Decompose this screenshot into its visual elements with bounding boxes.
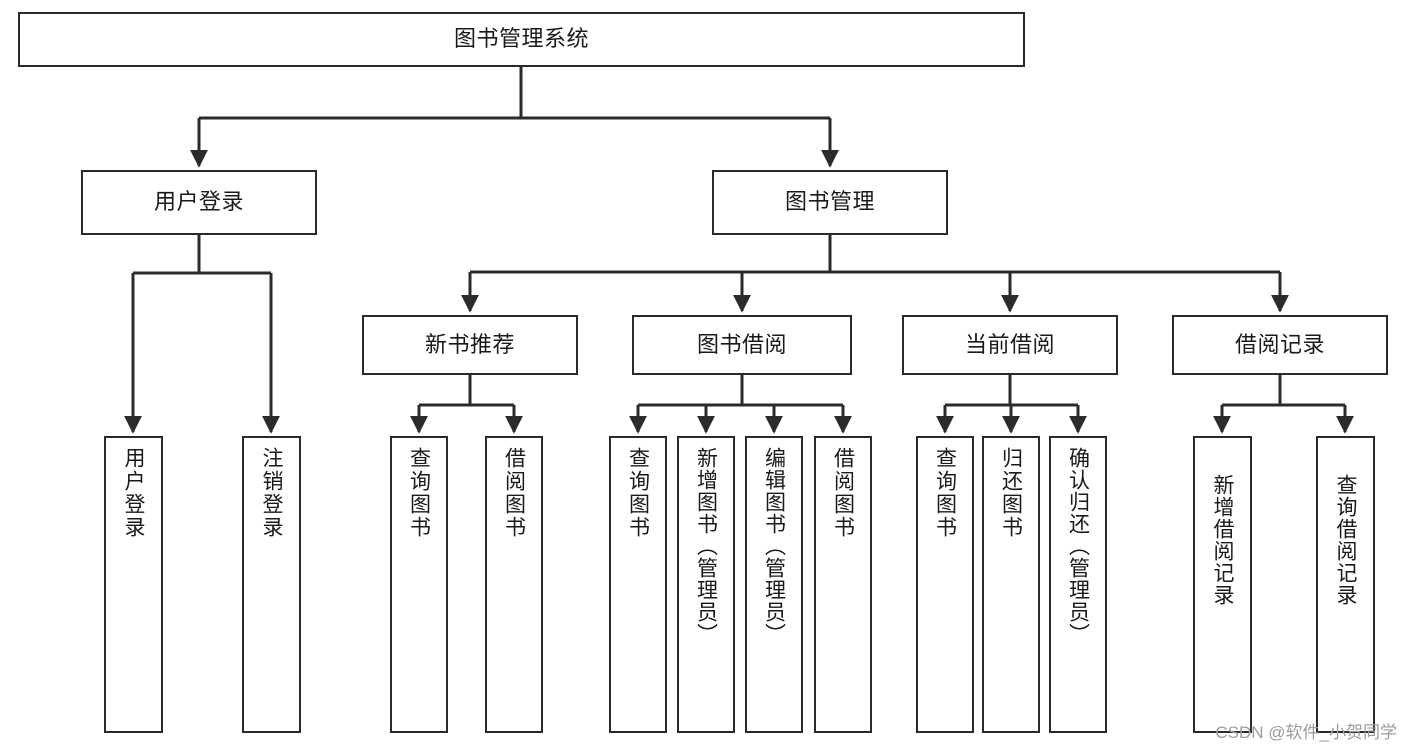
node-leaf-edit-book-label: 编辑图书（管理员） <box>762 447 786 645</box>
node-leaf-logout-label: 注销登录 <box>260 447 283 539</box>
node-leaf-borrow-book-1[interactable]: 借阅图书 <box>485 436 543 733</box>
node-leaf-add-book[interactable]: 新增图书（管理员） <box>677 436 735 733</box>
node-leaf-query-book-2-label: 查询图书 <box>626 447 650 539</box>
node-borrow-record[interactable]: 借阅记录 <box>1172 315 1388 375</box>
node-new-book-rec-label: 新书推荐 <box>424 331 515 357</box>
node-leaf-query-book-3-label: 查询图书 <box>933 447 957 539</box>
node-root[interactable]: 图书管理系统 <box>18 12 1025 67</box>
node-book-manage-label: 图书管理 <box>784 189 875 215</box>
node-leaf-query-record-label: 查询借阅记录 <box>1334 474 1357 606</box>
node-leaf-borrow-book-2[interactable]: 借阅图书 <box>814 436 872 733</box>
node-borrow-record-label: 借阅记录 <box>1234 331 1325 357</box>
node-leaf-query-book-3[interactable]: 查询图书 <box>916 436 974 733</box>
node-leaf-borrow-book-1-label: 借阅图书 <box>502 447 526 539</box>
node-user-login-label: 用户登录 <box>153 189 244 215</box>
node-leaf-confirm-return-label: 确认归还（管理员） <box>1066 447 1090 645</box>
node-leaf-user-login[interactable]: 用户登录 <box>104 436 163 733</box>
node-leaf-add-book-label: 新增图书（管理员） <box>694 447 718 645</box>
node-leaf-query-book-2[interactable]: 查询图书 <box>609 436 667 733</box>
node-user-login[interactable]: 用户登录 <box>81 170 317 235</box>
node-leaf-query-book-1-label: 查询图书 <box>407 447 431 539</box>
node-current-borrow[interactable]: 当前借阅 <box>902 315 1118 375</box>
watermark-text: CSDN @软件_小贺同学 <box>1215 723 1397 742</box>
node-leaf-return-book-label: 归还图书 <box>999 447 1023 539</box>
node-leaf-add-record-label: 新增借阅记录 <box>1211 474 1234 606</box>
node-book-borrow-label: 图书借阅 <box>696 331 787 357</box>
node-leaf-user-login-label: 用户登录 <box>122 447 145 539</box>
node-leaf-borrow-book-2-label: 借阅图书 <box>831 447 855 539</box>
node-leaf-query-book-1[interactable]: 查询图书 <box>390 436 448 733</box>
node-leaf-add-record[interactable]: 新增借阅记录 <box>1193 436 1252 733</box>
node-book-borrow[interactable]: 图书借阅 <box>632 315 852 375</box>
node-root-label: 图书管理系统 <box>453 26 589 52</box>
node-leaf-query-record[interactable]: 查询借阅记录 <box>1316 436 1375 733</box>
node-new-book-rec[interactable]: 新书推荐 <box>362 315 578 375</box>
node-leaf-confirm-return[interactable]: 确认归还（管理员） <box>1049 436 1107 733</box>
node-leaf-edit-book[interactable]: 编辑图书（管理员） <box>745 436 803 733</box>
node-leaf-logout[interactable]: 注销登录 <box>242 436 301 733</box>
node-current-borrow-label: 当前借阅 <box>964 331 1055 357</box>
node-leaf-return-book[interactable]: 归还图书 <box>982 436 1040 733</box>
node-book-manage[interactable]: 图书管理 <box>712 170 948 235</box>
